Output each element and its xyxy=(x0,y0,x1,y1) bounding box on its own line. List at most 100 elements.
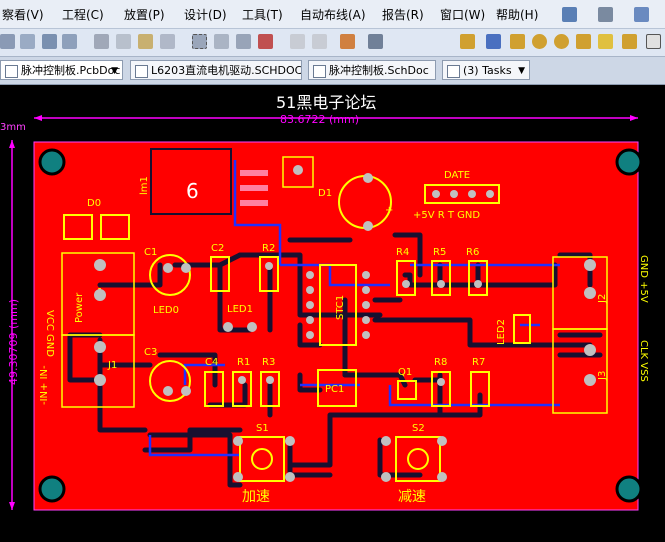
buzzer-plus: + xyxy=(385,205,393,216)
chevron-down-icon[interactable]: ▼ xyxy=(111,66,118,76)
menu-reports[interactable]: 报告(R) xyxy=(382,8,424,22)
q1-outline xyxy=(397,380,417,400)
r1-label: R1 xyxy=(237,357,250,368)
height-dim-arrow-bottom xyxy=(9,502,15,510)
undo-icon[interactable] xyxy=(290,34,305,49)
zoom-fit-icon[interactable] xyxy=(0,34,15,49)
chevron-down-icon[interactable]: ▼ xyxy=(518,66,525,76)
cut-icon[interactable] xyxy=(94,34,109,49)
menu-place[interactable]: 放置(P) xyxy=(124,8,165,22)
chart-icon[interactable] xyxy=(562,7,577,22)
menu-tools[interactable]: 工具(T) xyxy=(242,8,283,22)
j1-connector xyxy=(61,334,135,408)
tab-l6203-schdoc[interactable]: L6203直流电机驱动.SCHDOC xyxy=(130,60,302,80)
c4-outline xyxy=(204,371,224,407)
d0-pad-1 xyxy=(63,214,93,240)
zoom-select-icon[interactable] xyxy=(42,34,57,49)
width-dim-arrow-left xyxy=(34,115,42,121)
pcb-doc-icon xyxy=(5,65,18,78)
r8-outline xyxy=(431,371,451,407)
highlight-icon[interactable] xyxy=(340,34,355,49)
d1-pad xyxy=(293,165,303,175)
r3-label: R3 xyxy=(262,357,275,368)
j3-label: J3 xyxy=(597,371,608,381)
j3-connector xyxy=(552,328,608,414)
menu-autoroute[interactable]: 自动布线(A) xyxy=(300,8,366,22)
pad-icon[interactable] xyxy=(554,34,569,49)
fill-icon[interactable] xyxy=(598,34,613,49)
led0-label: LED0 xyxy=(153,305,179,316)
text-icon[interactable] xyxy=(622,34,637,49)
r6-label: R6 xyxy=(466,247,479,258)
tab-schdoc[interactable]: 脉冲控制板.SchDoc xyxy=(308,60,436,80)
arc-icon[interactable] xyxy=(576,34,591,49)
c4-label: C4 xyxy=(205,357,218,368)
select-icon[interactable] xyxy=(236,34,251,49)
d1-label: D1 xyxy=(318,188,332,199)
c2-label: C2 xyxy=(211,243,224,254)
tab-pcbdoc-label: 脉冲控制板.PcbDoc xyxy=(21,64,121,77)
r3-outline xyxy=(260,371,280,407)
layers-icon[interactable] xyxy=(598,7,613,22)
regulator-label: lm1 xyxy=(139,176,150,195)
edge-unit: 3mm xyxy=(0,122,26,133)
r2-outline xyxy=(259,256,279,292)
c1-label: C1 xyxy=(144,247,157,258)
sch-doc-icon xyxy=(135,65,148,78)
j2-pin-labels: GND +5V xyxy=(638,255,649,303)
component-icon[interactable] xyxy=(646,34,661,49)
menu-project[interactable]: 工程(C) xyxy=(62,8,104,22)
via-icon[interactable] xyxy=(532,34,547,49)
menu-design[interactable]: 设计(D) xyxy=(184,8,227,22)
s2-button xyxy=(407,448,429,470)
inspect-icon[interactable] xyxy=(368,34,383,49)
paste-icon[interactable] xyxy=(138,34,153,49)
q1-label: Q1 xyxy=(398,367,412,378)
tab-tasks[interactable]: (3) Tasks ▼ xyxy=(442,60,530,80)
s1-button xyxy=(251,448,273,470)
pcb-board xyxy=(33,141,639,511)
move-icon[interactable] xyxy=(214,34,229,49)
pc1-label: PC1 xyxy=(325,384,344,395)
pcb-drawing[interactable]: 51黑电子论坛 3mm 83.6722 (mm) 49.30709 (mm) xyxy=(0,85,665,538)
mounting-holes xyxy=(38,148,643,503)
document-tabs: 脉冲控制板.PcbDoc ▼ L6203直流电机驱动.SCHDOC 脉冲控制板.… xyxy=(0,57,665,85)
select-area-icon[interactable] xyxy=(192,34,207,49)
bottom-layer-traces xyxy=(148,160,560,457)
accel-label: 加速 xyxy=(242,489,270,505)
toolbar xyxy=(0,29,665,57)
menu-help[interactable]: 帮助(H) xyxy=(496,8,539,22)
j1-pin-labels: -IN+ IN- xyxy=(39,365,50,405)
led1-label: LED1 xyxy=(227,304,253,315)
r7-outline xyxy=(470,371,490,407)
tab-pcbdoc[interactable]: 脉冲控制板.PcbDoc ▼ xyxy=(0,60,123,80)
rubber-stamp-icon[interactable] xyxy=(160,34,175,49)
deselect-icon[interactable] xyxy=(258,34,273,49)
pcb-canvas[interactable]: 51黑电子论坛 3mm 83.6722 (mm) 49.30709 (mm) xyxy=(0,85,665,538)
menu-view[interactable]: 察看(V) xyxy=(2,8,44,22)
r6-outline xyxy=(468,260,488,296)
tab-schdoc-label: 脉冲控制板.SchDoc xyxy=(329,64,429,77)
s1-label: S1 xyxy=(256,423,269,434)
menu-window[interactable]: 窗口(W) xyxy=(440,8,486,22)
buzzer-pad-2 xyxy=(363,221,373,231)
tab-tasks-label: (3) Tasks xyxy=(463,64,512,77)
route-icon[interactable] xyxy=(460,34,475,49)
tab-l6203-label: L6203直流电机驱动.SCHDOC xyxy=(151,64,302,77)
d0-pad-2 xyxy=(100,214,130,240)
grid-icon[interactable] xyxy=(634,7,649,22)
j3-pin-labels: CLK VSS xyxy=(638,340,649,382)
s2-label: S2 xyxy=(412,423,425,434)
r4-outline xyxy=(396,260,416,296)
sch-doc-icon xyxy=(313,65,326,78)
r5-outline xyxy=(431,260,451,296)
u1-label: STC1 xyxy=(335,295,346,320)
diff-pair-icon[interactable] xyxy=(510,34,525,49)
filter-icon[interactable] xyxy=(62,34,77,49)
copy-icon[interactable] xyxy=(116,34,131,49)
watermark-title: 51黑电子论坛 xyxy=(276,93,376,112)
redo-icon[interactable] xyxy=(312,34,327,49)
j1-label: J1 xyxy=(107,360,117,371)
interactive-route-icon[interactable] xyxy=(486,34,501,49)
zoom-area-icon[interactable] xyxy=(20,34,35,49)
